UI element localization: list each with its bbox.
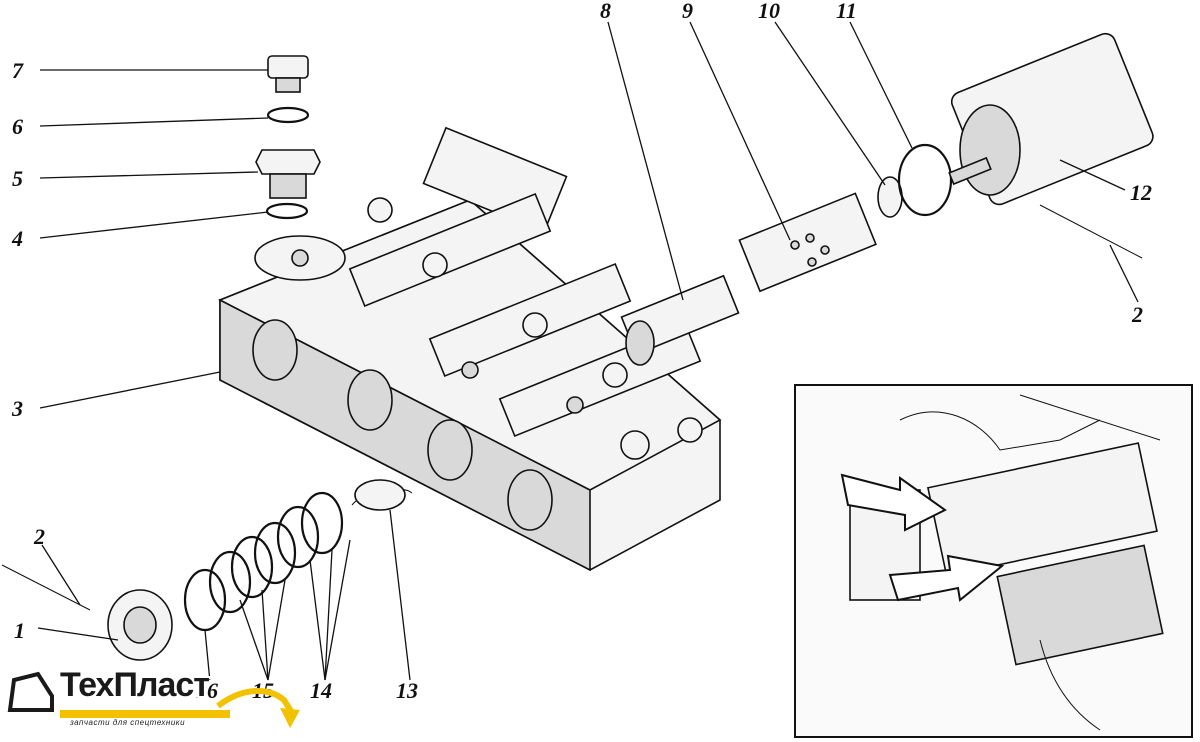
callout-11: 11 (836, 0, 857, 23)
pin-right (1039, 204, 1143, 259)
callout-7: 7 (12, 58, 24, 83)
brand-name: ТехПласт (60, 666, 210, 704)
leader-lines (37, 21, 1139, 683)
callout-4: 4 (11, 226, 23, 251)
arrow-upper-icon (840, 473, 947, 532)
callout-13: 13 (396, 678, 418, 703)
spool-assembly (620, 32, 1154, 366)
callout-2-left: 2 (33, 524, 45, 549)
pin-left (1, 564, 91, 611)
excavator-icon (7, 671, 300, 728)
callout-10: 10 (758, 0, 780, 23)
callout-16: 16 (196, 678, 218, 703)
arrow-lower-icon (888, 554, 1005, 602)
callout-14: 14 (310, 678, 332, 703)
brand-logo: ТехПласт запчасти для спецтехники (4, 666, 304, 740)
callout-12: 12 (1130, 180, 1152, 205)
callout-2-right: 2 (1131, 302, 1143, 327)
brand-tagline: запчасти для спецтехники (70, 718, 186, 727)
callout-5: 5 (12, 166, 23, 191)
inset-illustration (794, 384, 1193, 738)
valve-body (218, 126, 722, 572)
end-plug-and-springs (107, 479, 413, 661)
callout-1: 1 (14, 618, 25, 643)
callout-6: 6 (12, 114, 23, 139)
callout-9: 9 (682, 0, 693, 23)
plug-stack (255, 55, 321, 220)
callout-8: 8 (600, 0, 611, 23)
callout-3: 3 (11, 396, 23, 421)
